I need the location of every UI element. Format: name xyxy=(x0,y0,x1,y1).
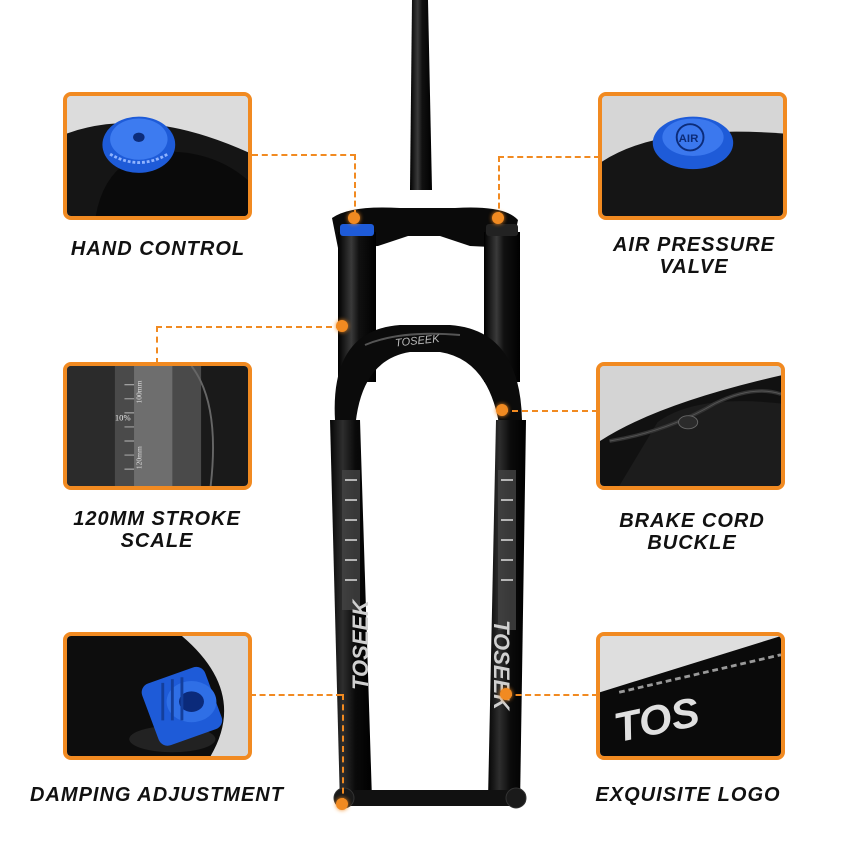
logo-label: EXQUISITE LOGO xyxy=(595,784,781,806)
crown-brand-text: TOSEEK xyxy=(395,333,441,350)
marker-brake-cord xyxy=(496,404,508,416)
marker-damping xyxy=(336,798,348,810)
damping-closeup xyxy=(63,632,252,760)
valve-cap-text: AIR xyxy=(679,133,699,145)
brake-cord-closeup xyxy=(596,362,785,490)
connector-brake-cord xyxy=(502,410,598,412)
air-valve-label: AIR PRESSURE VALVE xyxy=(612,234,776,278)
connector-damping xyxy=(250,694,342,696)
left-leg-brand-text: TOSEEK xyxy=(348,598,373,690)
connector-stroke-scale xyxy=(156,326,342,328)
marker-logo xyxy=(500,688,512,700)
hand-control-closeup xyxy=(63,92,252,220)
stroke-scale-label: 120MM STROKE SCALE xyxy=(73,508,241,552)
marker-air-valve xyxy=(492,212,504,224)
scale-top-mark: 100mm xyxy=(135,380,144,403)
marker-stroke-scale xyxy=(336,320,348,332)
hand-control-label: HAND CONTROL xyxy=(70,238,246,260)
stroke-scale-closeup: 100mm 10% 120mm xyxy=(63,362,252,490)
marker-hand-control xyxy=(348,212,360,224)
logo-closeup: TOS xyxy=(596,632,785,760)
damping-label: DAMPING ADJUSTMENT xyxy=(30,784,284,806)
air-valve-closeup: AIR xyxy=(598,92,787,220)
connector-air-valve xyxy=(498,156,600,158)
scale-mid-mark: 10% xyxy=(115,412,131,422)
connector-logo xyxy=(506,694,598,696)
brake-cord-label: BRAKE CORD BUCKLE xyxy=(619,510,765,554)
scale-bottom-mark: 120mm xyxy=(135,446,144,469)
connector-hand-control xyxy=(252,154,356,156)
